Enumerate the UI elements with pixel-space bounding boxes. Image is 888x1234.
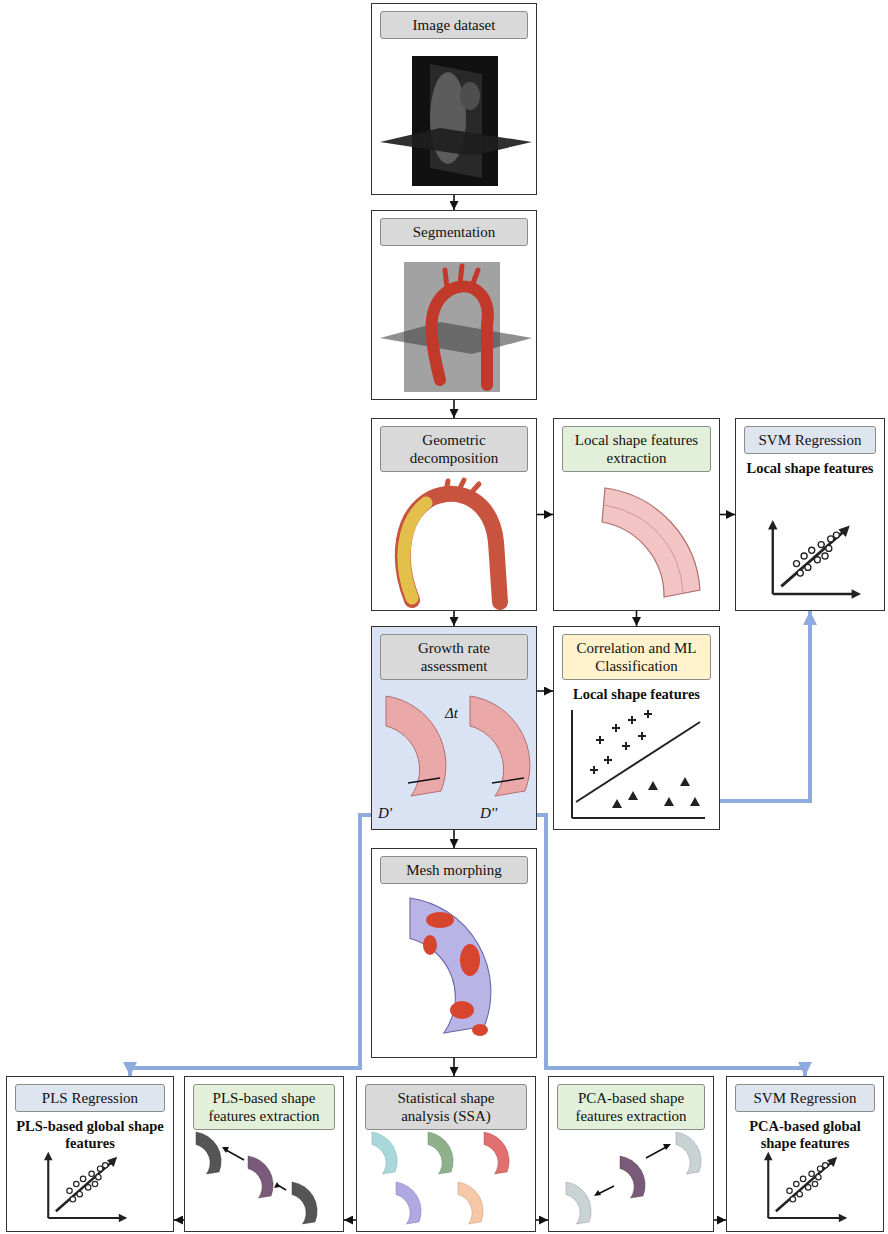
step-panel: Image dataset [371, 3, 537, 195]
step-panel: Geometric decomposition [371, 418, 537, 611]
step-panel: PLS-based shape features extraction [184, 1076, 344, 1232]
step-panel: SVM RegressionPCA-based global shape fea… [726, 1076, 884, 1232]
step-title: Local shape features extraction [562, 426, 711, 472]
flow-arrow [537, 690, 553, 692]
growth-link [130, 815, 371, 1076]
pca-modes [566, 1132, 701, 1224]
classification-plot [572, 710, 705, 818]
step-title: Correlation and ML Classification [562, 634, 711, 680]
panel-fill [371, 626, 537, 830]
segmented-aorta [380, 262, 532, 392]
growth-segments [386, 696, 530, 796]
flow-arrow [714, 1219, 726, 1221]
regression-icon [768, 520, 861, 599]
flow-arrow [453, 1058, 455, 1076]
step-title: PLS Regression [15, 1084, 165, 1112]
mri-planes [380, 56, 532, 186]
flow-arrow [174, 1219, 184, 1221]
step-subtitle: Local shape features [573, 686, 700, 703]
figure-label: D′ [378, 806, 392, 821]
step-panel: Statistical shape analysis (SSA) [356, 1076, 536, 1232]
flow-arrow [344, 1219, 356, 1221]
step-title: PLS-based shape features extraction [193, 1084, 335, 1130]
step-panel: Segmentation [371, 210, 537, 400]
pls-modes [196, 1132, 317, 1224]
step-title: Statistical shape analysis (SSA) [365, 1084, 527, 1130]
flow-arrow [636, 611, 638, 626]
step-title: Growth rate assessment [380, 634, 528, 680]
flow-arrow [537, 514, 553, 516]
step-panel: Growth rate assessment [371, 626, 537, 830]
step-subtitle: PCA-based global shape features [735, 1118, 875, 1153]
step-panel: Correlation and ML ClassificationLocal s… [553, 626, 720, 830]
figure-label: Δt [445, 706, 458, 721]
growth-link [537, 815, 805, 1076]
regression-icon [44, 1152, 127, 1223]
flow-arrow [453, 400, 455, 418]
step-panel: PCA-based shape features extraction [548, 1076, 714, 1232]
step-panel: SVM RegressionLocal shape features [735, 418, 885, 611]
flow-arrow [720, 514, 735, 516]
step-title: Geometric decomposition [380, 426, 528, 472]
step-title: SVM Regression [744, 426, 876, 454]
step-title: Mesh morphing [380, 856, 528, 884]
regression-icon [764, 1152, 847, 1223]
step-panel: PLS RegressionPLS-based global shape fea… [6, 1076, 174, 1232]
step-panel: Local shape features extraction [553, 418, 720, 611]
step-subtitle: Local shape features [746, 460, 873, 477]
aorta-segment [602, 488, 700, 597]
flow-arrow [453, 195, 455, 210]
step-title: Segmentation [380, 218, 528, 246]
figure-label: D′′ [480, 806, 497, 821]
step-title: PCA-based shape features extraction [557, 1084, 705, 1130]
shape-population [372, 1132, 509, 1224]
step-title: SVM Regression [735, 1084, 875, 1112]
morphed-mesh [410, 898, 491, 1036]
flow-arrow [453, 611, 455, 626]
flow-arrow [453, 830, 455, 848]
flow-arrow [536, 1219, 548, 1221]
step-title: Image dataset [380, 11, 528, 39]
aorta-decomposition [403, 480, 500, 602]
step-panel: Mesh morphing [371, 848, 537, 1058]
growth-link [720, 611, 810, 801]
step-subtitle: PLS-based global shape features [15, 1118, 165, 1153]
